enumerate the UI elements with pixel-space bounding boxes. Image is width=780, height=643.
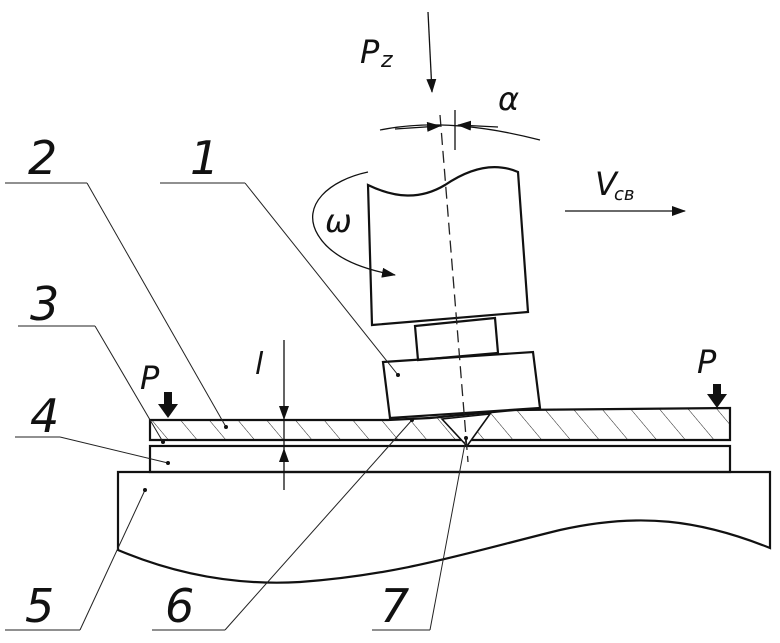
- upper-sheet-hatched: [150, 408, 730, 440]
- alpha-arc: [380, 125, 540, 140]
- label-4: 4: [30, 389, 59, 443]
- label-l: l: [255, 347, 264, 382]
- tool-shank: [368, 167, 528, 325]
- leader-5-diag: [80, 490, 145, 630]
- leader-dot-4: [166, 461, 170, 465]
- label-omega: ω: [325, 202, 352, 240]
- lower-part: [150, 446, 730, 472]
- label-3: 3: [30, 277, 59, 331]
- dimension-arrow-top: [279, 406, 289, 420]
- leader-dot-2: [224, 425, 228, 429]
- pz-arrow: [428, 12, 432, 92]
- leader-dot-7: [464, 436, 468, 440]
- label-v-sub: св: [614, 184, 635, 205]
- label-pz-sub: z: [380, 48, 393, 73]
- leader-1-diag: [245, 183, 398, 375]
- label-alpha: α: [498, 80, 519, 118]
- label-p-right: P: [697, 343, 717, 381]
- clamp-arrow-left: [158, 392, 178, 418]
- label-pz: P: [360, 33, 380, 71]
- label-p-left: P: [140, 359, 160, 397]
- base-plate: [118, 472, 770, 583]
- dimension-arrow-bottom: [279, 448, 289, 462]
- leader-dot-6: [410, 418, 414, 422]
- label-1: 1: [190, 131, 219, 185]
- leader-dot-3: [161, 440, 165, 444]
- leader-7-diag: [430, 438, 466, 630]
- label-2: 2: [28, 131, 57, 185]
- label-5: 5: [25, 579, 54, 633]
- tool-axis: [440, 115, 468, 462]
- leader-dot-5: [143, 488, 147, 492]
- label-6: 6: [165, 579, 194, 633]
- clamp-arrow-right: [707, 384, 727, 408]
- label-7: 7: [380, 579, 409, 633]
- leader-dot-1: [396, 373, 400, 377]
